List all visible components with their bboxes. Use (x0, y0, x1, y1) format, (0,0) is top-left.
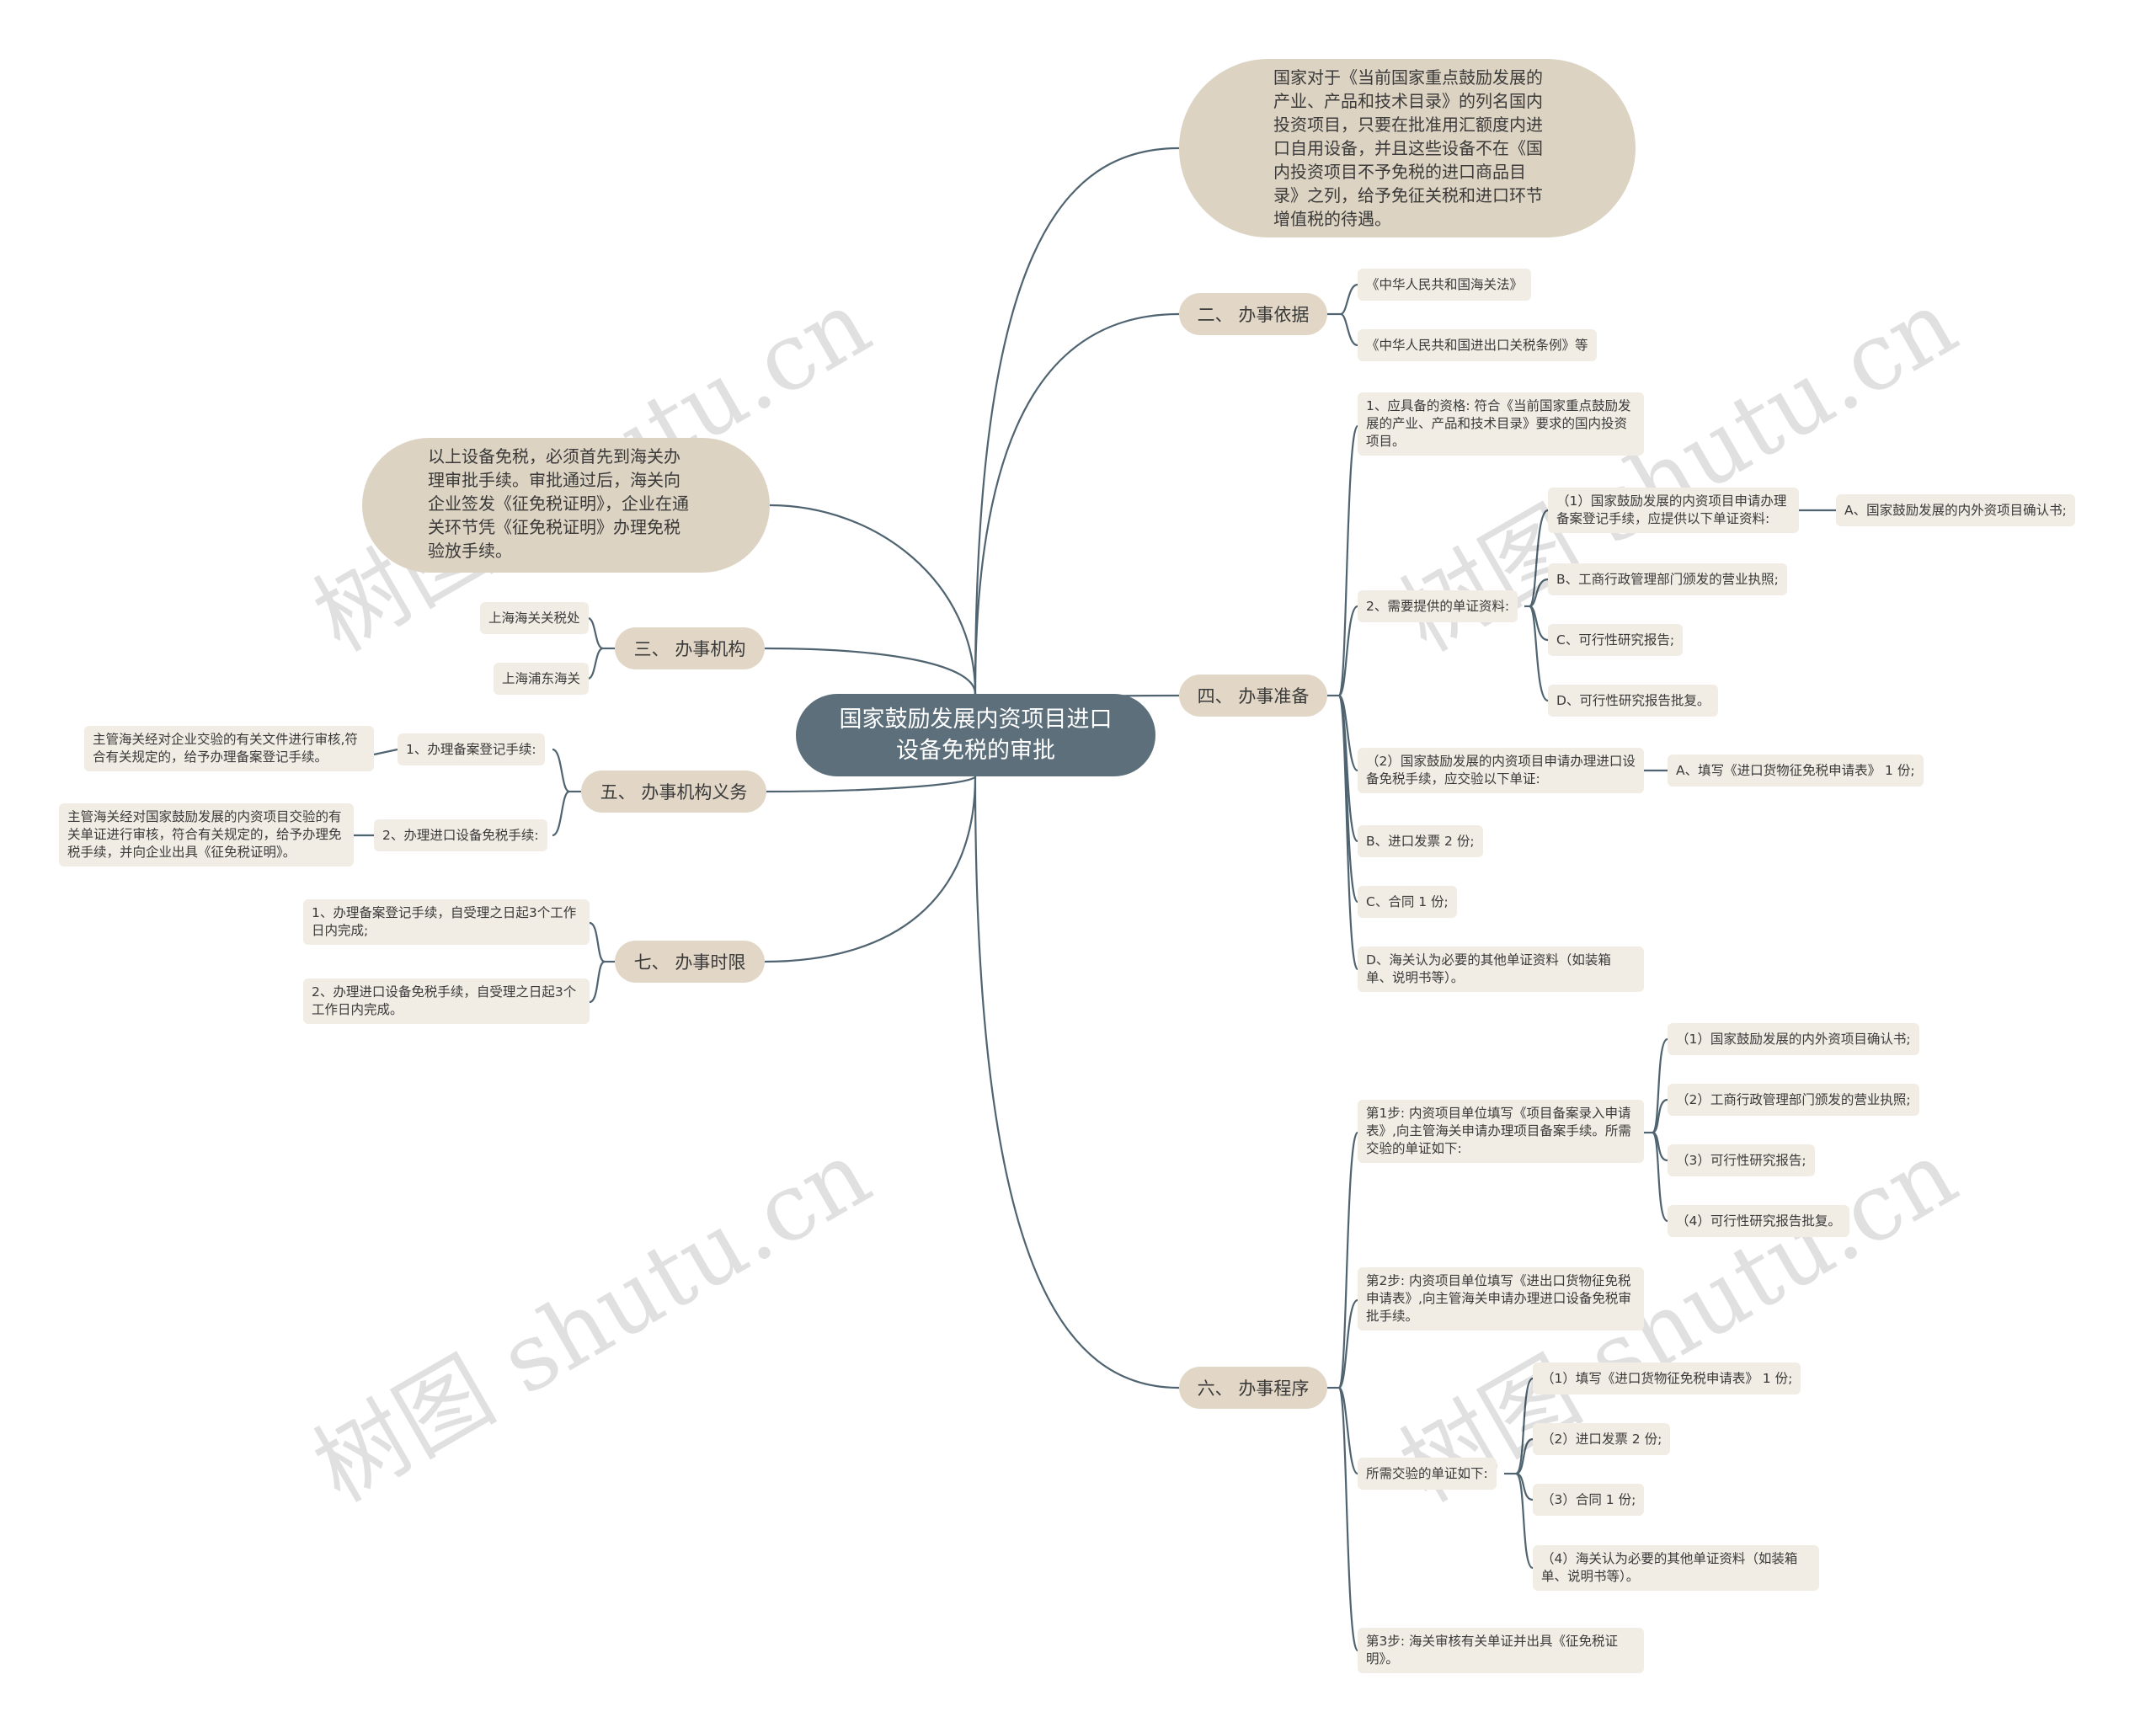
root-title: 国家鼓励发展内资项目进口设备免税的审批 (839, 707, 1113, 764)
leaf-duties-2-detail[interactable]: 主管海关经对国家鼓励发展的内资项目交验的有关单证进行审核，符合有关规定的，给予办… (59, 803, 354, 866)
link-root-duties (766, 776, 977, 793)
leaf-record-a[interactable]: A、国家鼓励发展的内外资项目确认书; (1836, 494, 2075, 526)
leaf-time-2[interactable]: 2、办理进口设备免税手续，自受理之日起3个工作日内完成。 (303, 978, 590, 1024)
leaf-time-1[interactable]: 1、办理备案登记手续，自受理之日起3个工作日内完成; (303, 899, 590, 945)
link-root-basis (974, 312, 1180, 695)
leaf-proc-doc1[interactable]: （1）填写《进口货物征免税申请表》 1 份; (1533, 1362, 1801, 1394)
link-root-bubble-left (769, 504, 977, 695)
leaf-duties-1-detail[interactable]: 主管海关经对企业交验的有关文件进行审核,符合有关规定的，给予办理备案登记手续。 (84, 726, 374, 771)
leaf-duties-2[interactable]: 2、办理进口设备免税手续: (374, 819, 547, 851)
leaf-agency-1[interactable]: 上海海关关税处 (480, 602, 589, 634)
leaf-import-d[interactable]: D、海关认为必要的其他单证资料（如装箱单、说明书等）。 (1358, 946, 1644, 992)
link-root-agency (764, 647, 977, 695)
branch-preparation[interactable]: 四、 办事准备 (1179, 675, 1327, 717)
leaf-docs-required[interactable]: 2、需要提供的单证资料: (1358, 590, 1518, 622)
leaf-qualification[interactable]: 1、应具备的资格: 符合《当前国家重点鼓励发展的产业、产品和技术目录》要求的国内… (1358, 392, 1644, 456)
link-root-procedure (974, 776, 1180, 1389)
branch-agency[interactable]: 三、 办事机构 (615, 627, 765, 669)
leaf-import-b[interactable]: B、进口发票 2 份; (1358, 825, 1483, 857)
leaf-step1-item2[interactable]: （2）工商行政管理部门颁发的营业执照; (1668, 1084, 1919, 1116)
branch-duties[interactable]: 五、 办事机构义务 (581, 771, 766, 813)
summary-bubble-top[interactable]: 国家对于《当前国家重点鼓励发展的产业、产品和技术目录》的列名国内投资项目，只要在… (1179, 59, 1636, 237)
branch-basis[interactable]: 二、 办事依据 (1179, 293, 1327, 335)
leaf-record-b[interactable]: B、工商行政管理部门颁发的营业执照; (1548, 563, 1787, 595)
leaf-duties-1[interactable]: 1、办理备案登记手续: (398, 733, 545, 765)
leaf-proc-doc4[interactable]: （4）海关认为必要的其他单证资料（如装箱单、说明书等）。 (1533, 1545, 1819, 1591)
leaf-record-d[interactable]: D、可行性研究报告批复。 (1548, 685, 1719, 717)
root-topic[interactable]: 国家鼓励发展内资项目进口设备免税的审批 (796, 694, 1155, 776)
leaf-record-apply[interactable]: （1）国家鼓励发展的内资项目申请办理备案登记手续，应提供以下单证资料: (1548, 488, 1799, 533)
branch-time[interactable]: 七、 办事时限 (615, 941, 765, 983)
branch-procedure[interactable]: 六、 办事程序 (1179, 1367, 1327, 1409)
leaf-import-a[interactable]: A、填写《进口货物征免税申请表》 1 份; (1668, 755, 1924, 787)
leaf-import-c[interactable]: C、合同 1 份; (1358, 886, 1457, 918)
leaf-step3[interactable]: 第3步: 海关审核有关单证并出具《征免税证明》。 (1358, 1628, 1644, 1673)
leaf-step1-item4[interactable]: （4）可行性研究报告批复。 (1668, 1205, 1849, 1237)
leaf-import-apply[interactable]: （2）国家鼓励发展的内资项目申请办理进口设备免税手续，应交验以下单证: (1358, 748, 1644, 793)
leaf-customs-law[interactable]: 《中华人民共和国海关法》 (1358, 269, 1532, 301)
leaf-step2[interactable]: 第2步: 内资项目单位填写《进出口货物征免税申请表》,向主管海关申请办理进口设备… (1358, 1267, 1644, 1330)
leaf-step1-item3[interactable]: （3）可行性研究报告; (1668, 1144, 1815, 1176)
summary-bubble-left[interactable]: 以上设备免税，必须首先到海关办理审批手续。审批通过后，海关向企业签发《征免税证明… (362, 438, 770, 573)
leaf-tariff-regulations[interactable]: 《中华人民共和国进出口关税条例》等 (1358, 329, 1597, 361)
leaf-record-c[interactable]: C、可行性研究报告; (1548, 624, 1684, 656)
leaf-step1[interactable]: 第1步: 内资项目单位填写《项目备案录入申请表》,向主管海关申请办理项目备案手续… (1358, 1100, 1644, 1163)
leaf-proc-doc3[interactable]: （3）合同 1 份; (1533, 1484, 1645, 1516)
link-root-bubble-top (974, 147, 1180, 695)
leaf-agency-2[interactable]: 上海浦东海关 (494, 663, 590, 695)
leaf-proc-doc2[interactable]: （2）进口发票 2 份; (1533, 1423, 1671, 1455)
leaf-step1-item1[interactable]: （1）国家鼓励发展的内外资项目确认书; (1668, 1023, 1919, 1055)
link-root-time (764, 776, 977, 963)
leaf-procedure-docs[interactable]: 所需交验的单证如下: (1358, 1458, 1497, 1490)
